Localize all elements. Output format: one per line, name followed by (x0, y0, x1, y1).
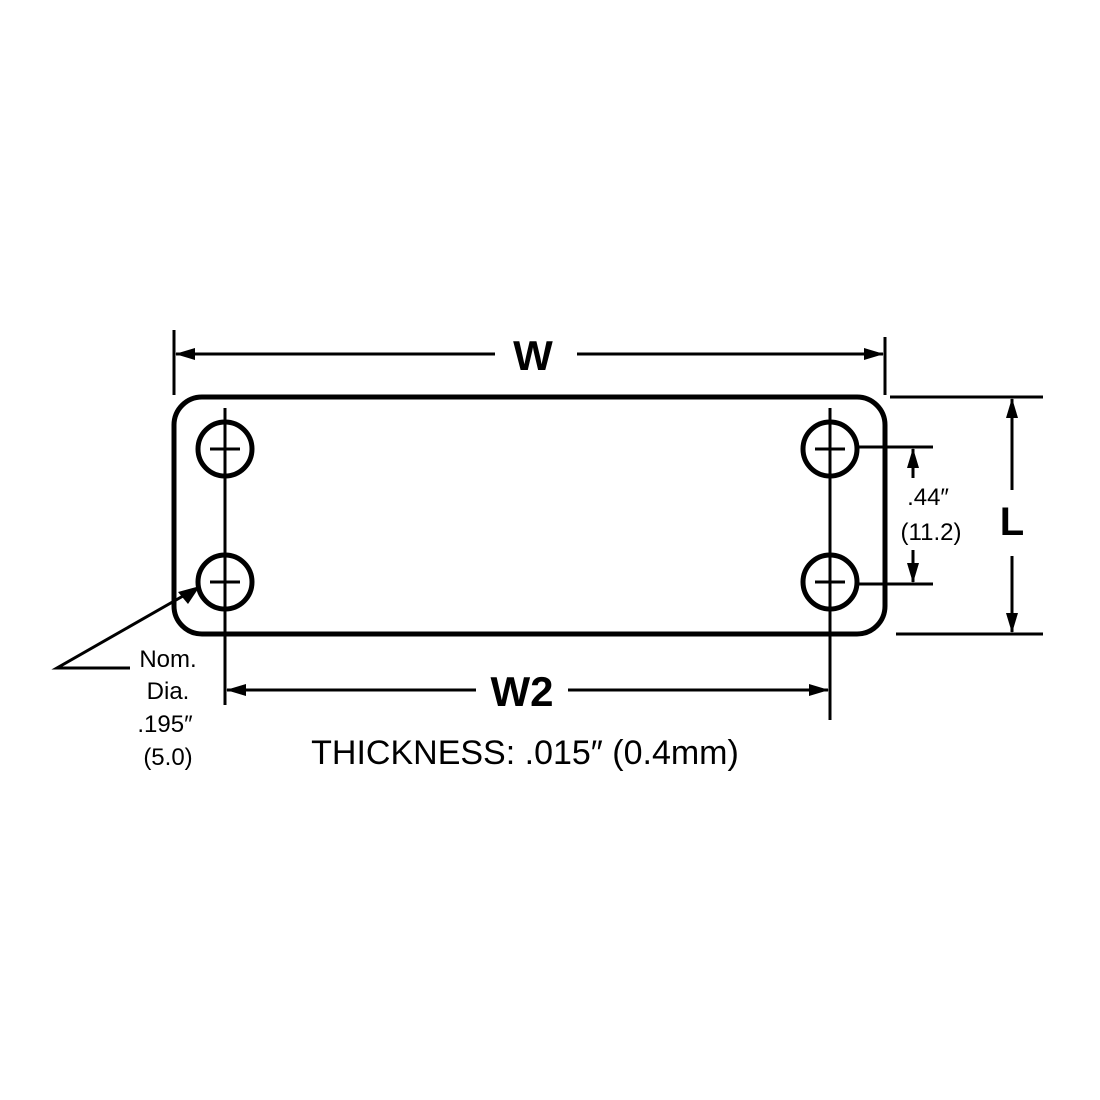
plate-outline (171, 394, 888, 637)
thickness-note: THICKNESS: .015″ (0.4mm) (311, 734, 739, 772)
hole-spacing-label: W2 (491, 668, 554, 715)
vertical-spacing-mm: (11.2) (901, 519, 962, 546)
width-dimension (172, 330, 887, 395)
length-label: L (1000, 500, 1024, 544)
hole-note-line1: Nom. (139, 646, 196, 673)
width-label: W (513, 332, 553, 379)
hole-diameter-leader (51, 586, 200, 670)
vertical-spacing-inches: .44″ (907, 484, 949, 511)
hole-note-line3: .195″ (137, 711, 193, 738)
vertical-spacing-dimension (858, 445, 933, 586)
hole-note-line2: Dia. (147, 678, 190, 705)
mounting-hole-bottom-right (800, 552, 860, 720)
mounting-hole-bottom-left (195, 552, 255, 705)
length-dimension (890, 395, 1043, 636)
hole-note-line4: (5.0) (143, 744, 192, 771)
